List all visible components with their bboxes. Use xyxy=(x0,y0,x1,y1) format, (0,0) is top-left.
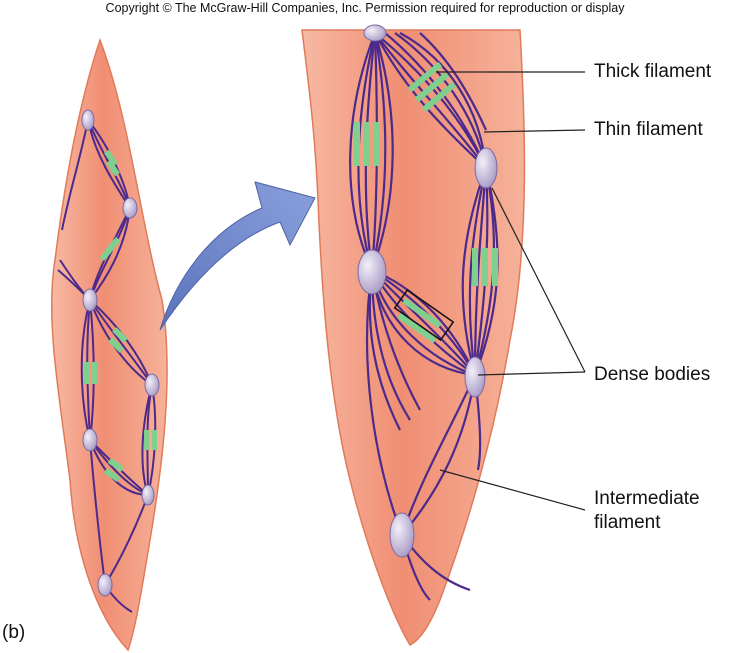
label-dense-bodies: Dense bodies xyxy=(594,364,711,385)
copyright-notice: Copyright © The McGraw-Hill Companies, I… xyxy=(105,1,625,15)
label-intermediate-filament-line2: filament xyxy=(594,512,661,533)
magnify-arrow-icon xyxy=(159,181,316,331)
leader-lines xyxy=(436,71,586,511)
label-thick-filament: Thick filament xyxy=(594,61,712,82)
small-cell-dense-bodies xyxy=(81,109,160,597)
label-thin-filament: Thin filament xyxy=(594,119,703,140)
highlight-box xyxy=(393,288,455,342)
enlarged-cell-thick-filaments xyxy=(354,61,498,344)
small-muscle-cell xyxy=(51,37,168,652)
label-intermediate-filament-line1: Intermediate xyxy=(594,488,700,509)
small-cell-thick-filaments xyxy=(84,149,157,483)
enlarged-cell-dense-bodies xyxy=(357,24,498,558)
panel-label: (b) xyxy=(2,622,26,643)
